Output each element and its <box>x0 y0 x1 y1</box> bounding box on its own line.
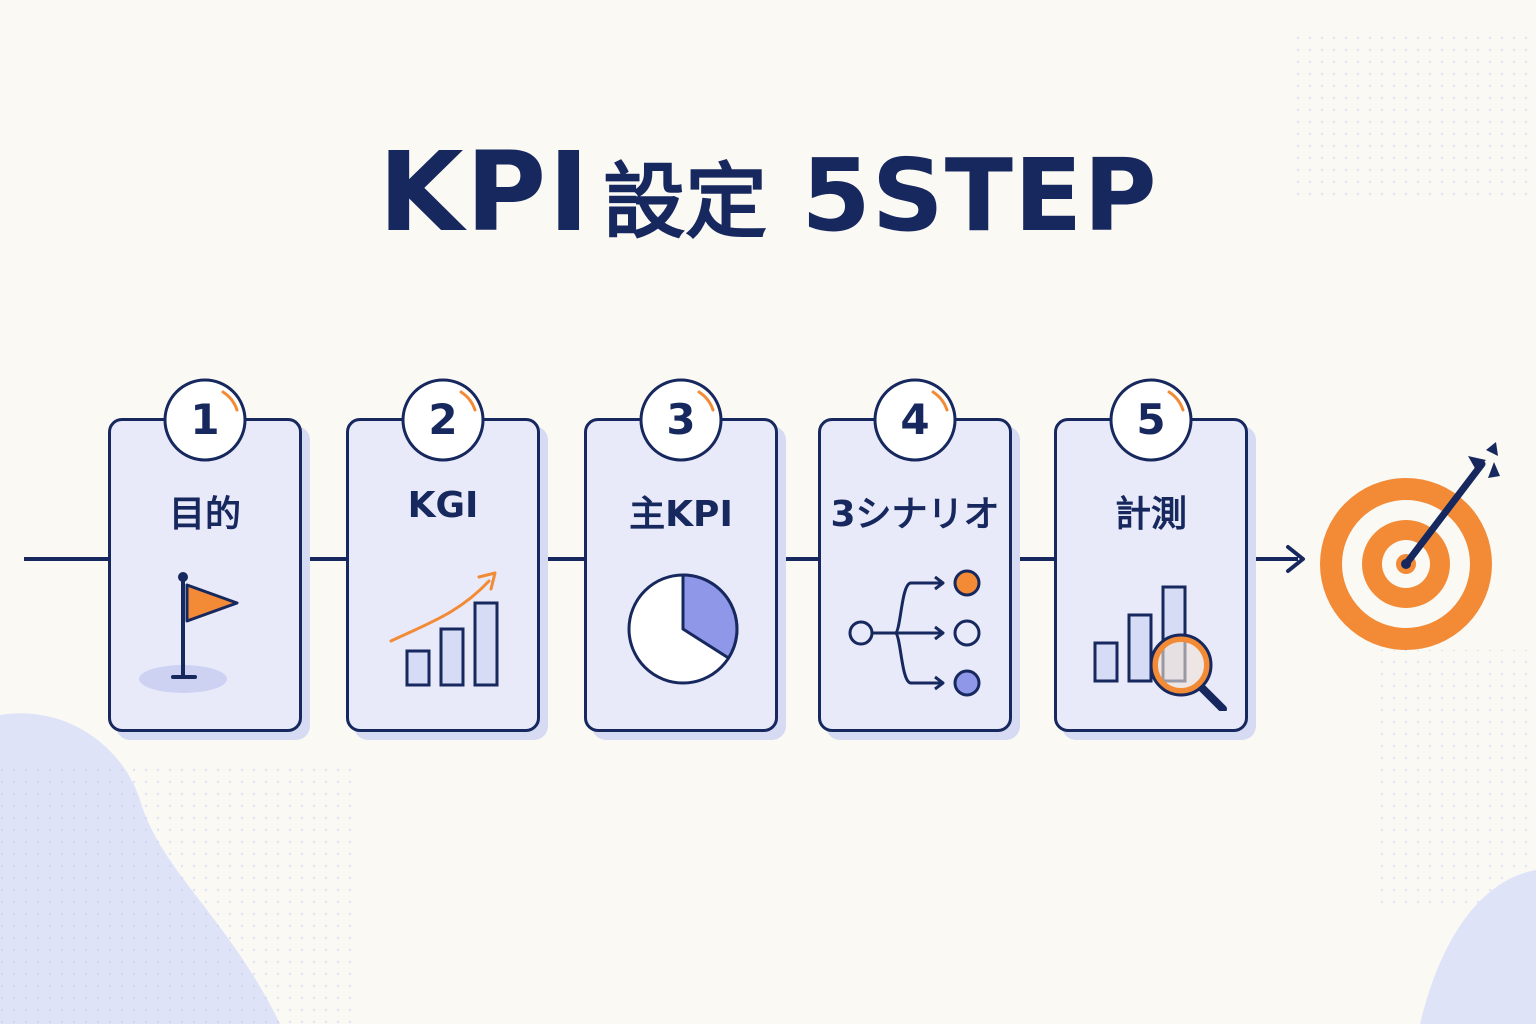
step-number: 1 <box>190 395 220 444</box>
step-badge-1: 1 <box>163 378 247 462</box>
step-label: KGI <box>407 485 479 526</box>
flow-line-start <box>24 557 110 561</box>
bottom-right-blob <box>1420 870 1536 1024</box>
flow-line-3-4 <box>776 557 820 561</box>
step-label: 3シナリオ <box>830 494 1000 535</box>
step-label: 計測 <box>1114 494 1187 535</box>
badge-circle <box>873 378 957 462</box>
step-card-4: 3シナリオ <box>818 418 1012 732</box>
title-settei: 設定 <box>603 155 768 250</box>
flow-line-4-5 <box>1010 557 1056 561</box>
step-number: 4 <box>900 395 930 444</box>
step-badge-4: 4 <box>873 378 957 462</box>
step-card-5: 計測 <box>1054 418 1248 732</box>
step-number: 2 <box>428 395 458 444</box>
flow-line-2-3 <box>538 557 586 561</box>
branching-scenarios-icon <box>848 569 981 697</box>
badge-circle <box>1109 378 1193 462</box>
bottom-left-dots <box>0 760 360 1024</box>
step-badge-5: 5 <box>1109 378 1193 462</box>
title-kpi: KPI <box>378 128 592 256</box>
step-card-3: 主KPI <box>584 418 778 732</box>
step-label: 主KPI <box>629 494 733 535</box>
badge-circle <box>639 378 723 462</box>
step-number: 5 <box>1136 395 1166 444</box>
flag-icon <box>139 572 239 693</box>
target-with-arrow-icon <box>1320 442 1500 650</box>
growth-bar-chart-icon <box>389 571 499 687</box>
badge-circle <box>163 378 247 462</box>
step-number: 3 <box>666 395 696 444</box>
right-dots <box>1380 650 1536 910</box>
title-5step: 5STEP <box>801 137 1158 254</box>
flow-line-1-2 <box>300 557 348 561</box>
step-badge-2: 2 <box>401 378 485 462</box>
step-card-2: KGI <box>346 418 540 732</box>
step-card-1: 目的 <box>108 418 302 732</box>
flow-line-end <box>1246 557 1298 561</box>
top-right-dots <box>1290 30 1536 200</box>
badge-circle <box>401 378 485 462</box>
flow-arrow-head <box>1286 545 1305 573</box>
pie-chart-icon <box>627 573 739 685</box>
step-badge-3: 3 <box>639 378 723 462</box>
magnifier-bar-chart-icon <box>1093 585 1227 711</box>
step-label: 目的 <box>168 494 241 535</box>
